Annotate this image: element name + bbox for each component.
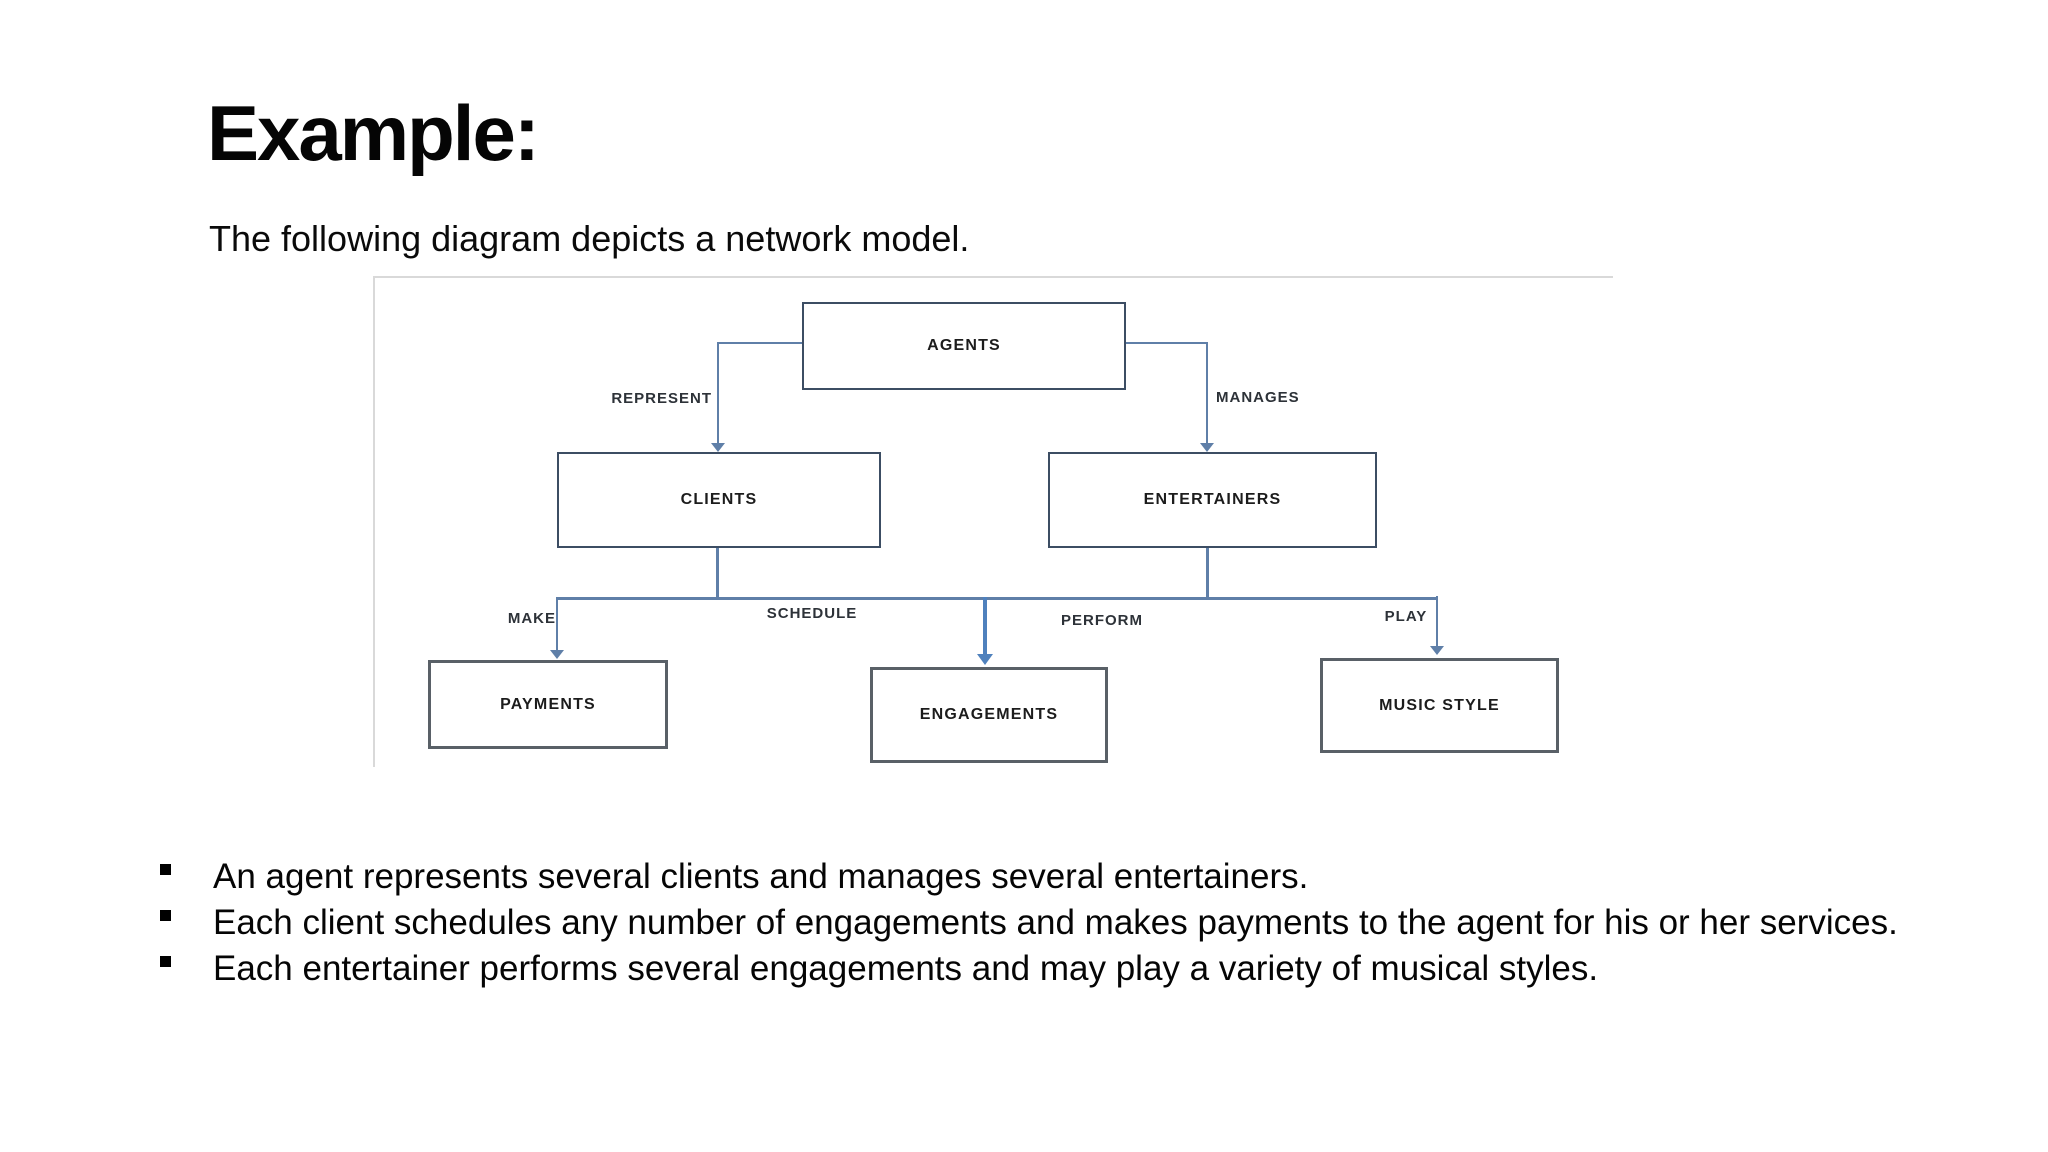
edge-label-represent: REPRESENT (611, 390, 712, 407)
node-clients: CLIENTS (557, 452, 881, 548)
arrow-down-icon (711, 443, 725, 452)
edge-represent-hline (718, 342, 802, 344)
diagram-frame-top-edge (373, 276, 1613, 278)
edge-label-schedule: SCHEDULE (766, 605, 858, 622)
bullet-text: Each client schedules any number of enga… (213, 903, 1898, 942)
edge-schedule-vline (983, 597, 987, 657)
arrow-down-icon (1200, 443, 1214, 452)
node-music-style: MUSIC STYLE (1320, 658, 1559, 753)
bullet-square-icon (160, 910, 171, 921)
node-entertainers: ENTERTAINERS (1048, 452, 1377, 548)
edge-manages-vline (1206, 342, 1208, 446)
entertainers-bottom-stem (1206, 544, 1209, 600)
node-engagements: ENGAGEMENTS (870, 667, 1108, 763)
bullet-text: Each entertainer performs several engage… (213, 949, 1599, 988)
edge-label-make: MAKE (507, 610, 556, 627)
edge-label-manages: MANAGES (1216, 389, 1300, 406)
connector-bus-line (557, 597, 1438, 600)
bullet-text: An agent represents several clients and … (213, 857, 1309, 896)
bullet-square-icon (160, 864, 171, 875)
arrow-down-icon (1430, 646, 1444, 655)
node-music-style-label: MUSIC STYLE (1379, 696, 1500, 714)
bullet-square-icon (160, 956, 171, 967)
slide-subtitle: The following diagram depicts a network … (209, 218, 970, 259)
page-title: Example: (207, 89, 540, 177)
arrow-down-icon (977, 654, 993, 665)
edge-label-play: PLAY (1384, 608, 1428, 625)
edge-label-perform: PERFORM (1061, 612, 1143, 629)
node-payments: PAYMENTS (428, 660, 668, 749)
edge-represent-vline (717, 342, 719, 446)
edge-make-vline (556, 597, 558, 653)
edge-manages-hline (1122, 342, 1208, 344)
list-item: Each client schedules any number of enga… (160, 901, 1898, 947)
diagram-frame-left-edge (373, 276, 375, 767)
node-clients-label: CLIENTS (680, 491, 758, 508)
node-agents-label: AGENTS (927, 337, 1001, 354)
list-item: An agent represents several clients and … (160, 855, 1898, 901)
clients-bottom-stem (716, 544, 719, 600)
node-payments-label: PAYMENTS (500, 695, 596, 713)
bullet-list: An agent represents several clients and … (160, 855, 1898, 993)
edge-play-vline (1436, 596, 1438, 648)
node-entertainers-label: ENTERTAINERS (1143, 491, 1282, 508)
list-item: Each entertainer performs several engage… (160, 947, 1898, 993)
node-agents: AGENTS (802, 302, 1126, 390)
arrow-down-icon (550, 650, 564, 659)
node-engagements-label: ENGAGEMENTS (919, 706, 1059, 723)
